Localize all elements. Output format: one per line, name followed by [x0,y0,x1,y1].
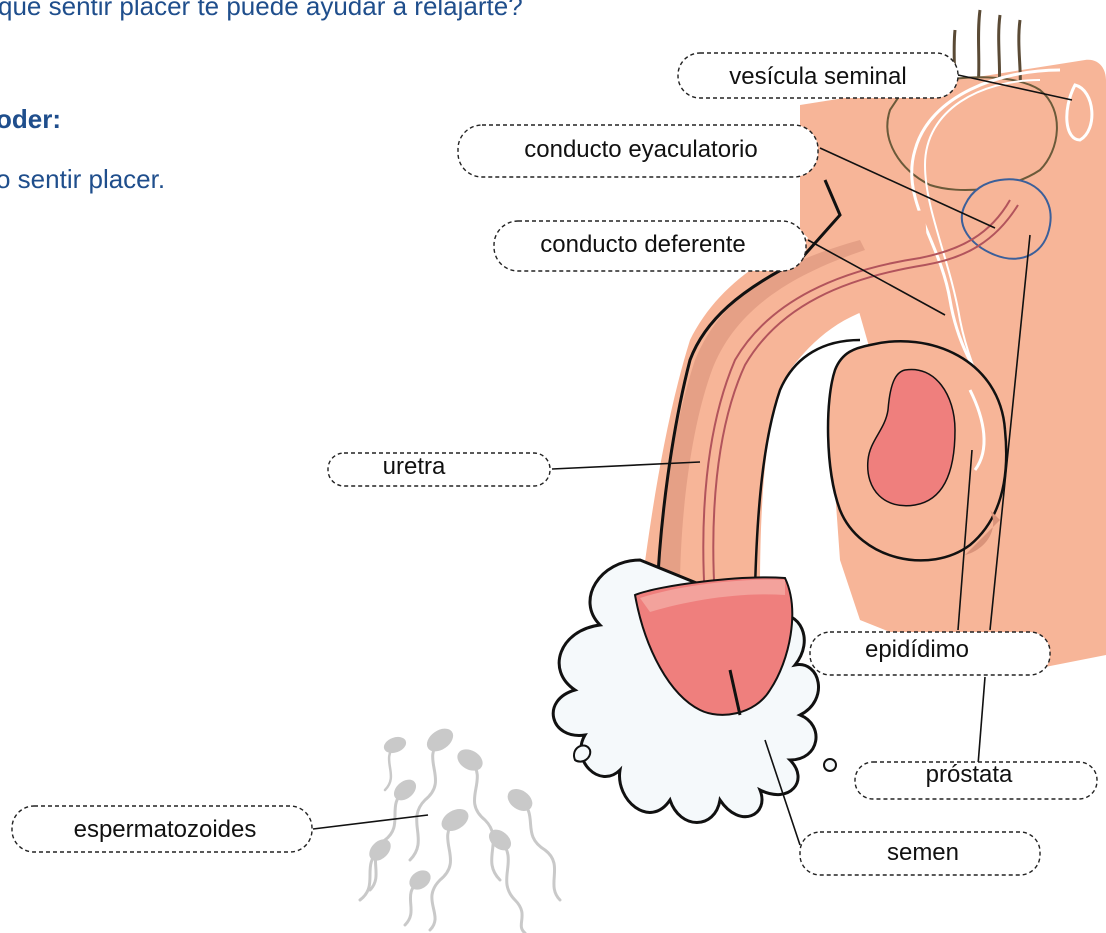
label-conducto-deferente-text: conducto deferente [540,231,746,258]
label-epididimo: epidídimo [810,632,1050,675]
label-vesicula-seminal: vesícula seminal [678,53,958,98]
label-uretra: uretra [328,453,550,486]
leader-prostata-b [978,677,985,765]
semen-drop-2 [574,745,590,761]
label-semen-text: semen [887,839,959,866]
sperm-cells [360,725,560,933]
label-espermatozoides-text: espermatozoides [74,816,257,843]
label-conducto-eyaculatorio-text: conducto eyaculatorio [524,136,757,163]
semen-drop [824,759,836,771]
label-semen: semen [800,832,1040,875]
label-conducto-deferente: conducto deferente [494,221,806,271]
leader-espermatozoides [313,815,428,829]
label-epididimo-text: epidídimo [865,636,969,663]
label-conducto-eyaculatorio: conducto eyaculatorio [458,125,818,177]
label-uretra-text: uretra [383,453,446,480]
label-vesicula-seminal-text: vesícula seminal [729,63,906,90]
label-espermatozoides: espermatozoides [12,806,312,852]
label-prostata-text: próstata [926,761,1013,788]
label-prostata: próstata [855,761,1097,799]
